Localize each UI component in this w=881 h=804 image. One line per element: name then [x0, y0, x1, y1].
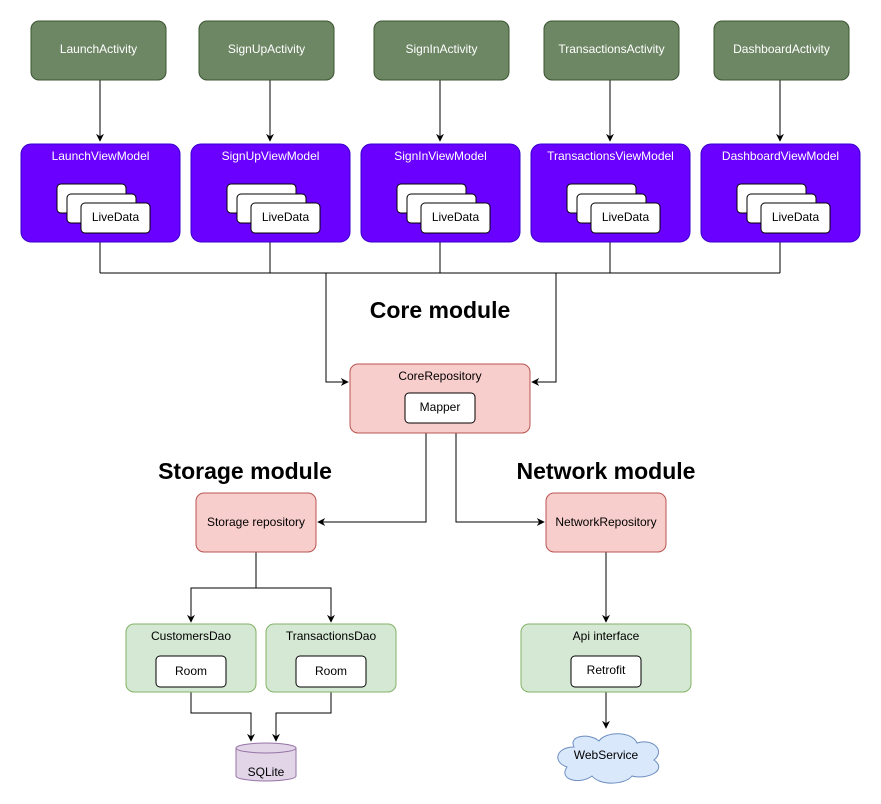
- viewmodel-row: LaunchViewModel LiveData SignUpViewModel…: [20, 143, 861, 243]
- room-box[interactable]: Room: [295, 655, 367, 688]
- livedata-box[interactable]: LiveData: [420, 202, 491, 234]
- retrofit-label: Retrofit: [587, 663, 626, 677]
- network-repository-box[interactable]: NetworkRepository: [545, 492, 667, 553]
- viewmodel-box[interactable]: SignInViewModel LiveData: [360, 143, 521, 243]
- viewmodel-box[interactable]: SignUpViewModel LiveData: [190, 143, 351, 243]
- livedata-box[interactable]: LiveData: [760, 202, 831, 234]
- activity-box[interactable]: SignUpActivity: [198, 20, 335, 81]
- activity-box[interactable]: DashboardActivity: [713, 20, 850, 81]
- webservice-cloud[interactable]: WebService: [557, 733, 660, 784]
- activity-box[interactable]: TransactionsActivity: [543, 20, 680, 81]
- webservice-label: WebService: [574, 748, 639, 762]
- core-repository-box[interactable]: CoreRepository Mapper: [349, 363, 531, 434]
- arrow-transactionsdao-to-sqlite: [272, 686, 332, 742]
- activity-label: SignUpActivity: [228, 42, 305, 56]
- arrow-bus-to-core-left: [325, 273, 349, 386]
- activity-row: LaunchActivity SignUpActivity SignInActi…: [30, 20, 850, 81]
- livedata-label: LiveData: [92, 210, 140, 224]
- storage-repository-box[interactable]: Storage repository: [195, 492, 317, 553]
- sqlite-database[interactable]: SQLite: [235, 742, 297, 782]
- activity-box[interactable]: SignInActivity: [373, 20, 510, 81]
- core-repository-label: CoreRepository: [398, 369, 481, 383]
- storage-module-title: Storage module: [158, 458, 332, 484]
- livedata-label: LiveData: [432, 210, 480, 224]
- arrow-core-to-storage: [317, 433, 427, 526]
- activity-label: DashboardActivity: [733, 42, 830, 56]
- livedata-label: LiveData: [262, 210, 310, 224]
- transactions-dao-box[interactable]: TransactionsDao Room: [265, 623, 397, 693]
- activity-box[interactable]: LaunchActivity: [30, 20, 167, 81]
- livedata-label: LiveData: [772, 210, 820, 224]
- viewmodel-label: LaunchViewModel: [52, 149, 150, 163]
- sqlite-label: SQLite: [248, 765, 285, 779]
- room-label: Room: [315, 664, 347, 678]
- activity-label: TransactionsActivity: [558, 42, 664, 56]
- room-label: Room: [175, 664, 207, 678]
- arrow-storage-to-transactionsdao: [256, 587, 335, 623]
- activity-label: SignInActivity: [405, 42, 477, 56]
- livedata-box[interactable]: LiveData: [80, 202, 151, 234]
- viewmodel-label: DashboardViewModel: [722, 149, 839, 163]
- arrow-bus-to-core-right: [531, 273, 557, 386]
- viewmodel-label: SignInViewModel: [394, 149, 487, 163]
- viewmodel-label: TransactionsViewModel: [547, 149, 674, 163]
- arrow-storage-to-customersdao: [187, 552, 257, 623]
- transactions-dao-label: TransactionsDao: [286, 629, 377, 643]
- customers-dao-box[interactable]: CustomersDao Room: [125, 623, 257, 693]
- arrow-core-to-network: [455, 433, 545, 526]
- network-module-title: Network module: [517, 458, 696, 484]
- room-box[interactable]: Room: [155, 655, 227, 688]
- viewmodel-box[interactable]: LaunchViewModel LiveData: [20, 143, 181, 243]
- viewmodel-box[interactable]: DashboardViewModel LiveData: [700, 143, 861, 243]
- api-interface-box[interactable]: Api interface Retrofit: [520, 623, 692, 693]
- livedata-box[interactable]: LiveData: [250, 202, 321, 234]
- viewmodel-label: SignUpViewModel: [222, 149, 320, 163]
- network-repository-label: NetworkRepository: [555, 515, 656, 529]
- mapper-label: Mapper: [420, 400, 461, 414]
- livedata-label: LiveData: [602, 210, 650, 224]
- livedata-box[interactable]: LiveData: [590, 202, 661, 234]
- api-interface-label: Api interface: [573, 629, 640, 643]
- mapper-box[interactable]: Mapper: [404, 392, 476, 424]
- arrow-customersdao-to-sqlite: [190, 686, 255, 742]
- storage-repository-label: Storage repository: [207, 515, 305, 529]
- viewmodel-box[interactable]: TransactionsViewModel LiveData: [530, 143, 691, 243]
- customers-dao-label: CustomersDao: [151, 629, 231, 643]
- activity-label: LaunchActivity: [60, 42, 137, 56]
- core-module-title: Core module: [370, 297, 511, 323]
- retrofit-box[interactable]: Retrofit: [570, 655, 642, 688]
